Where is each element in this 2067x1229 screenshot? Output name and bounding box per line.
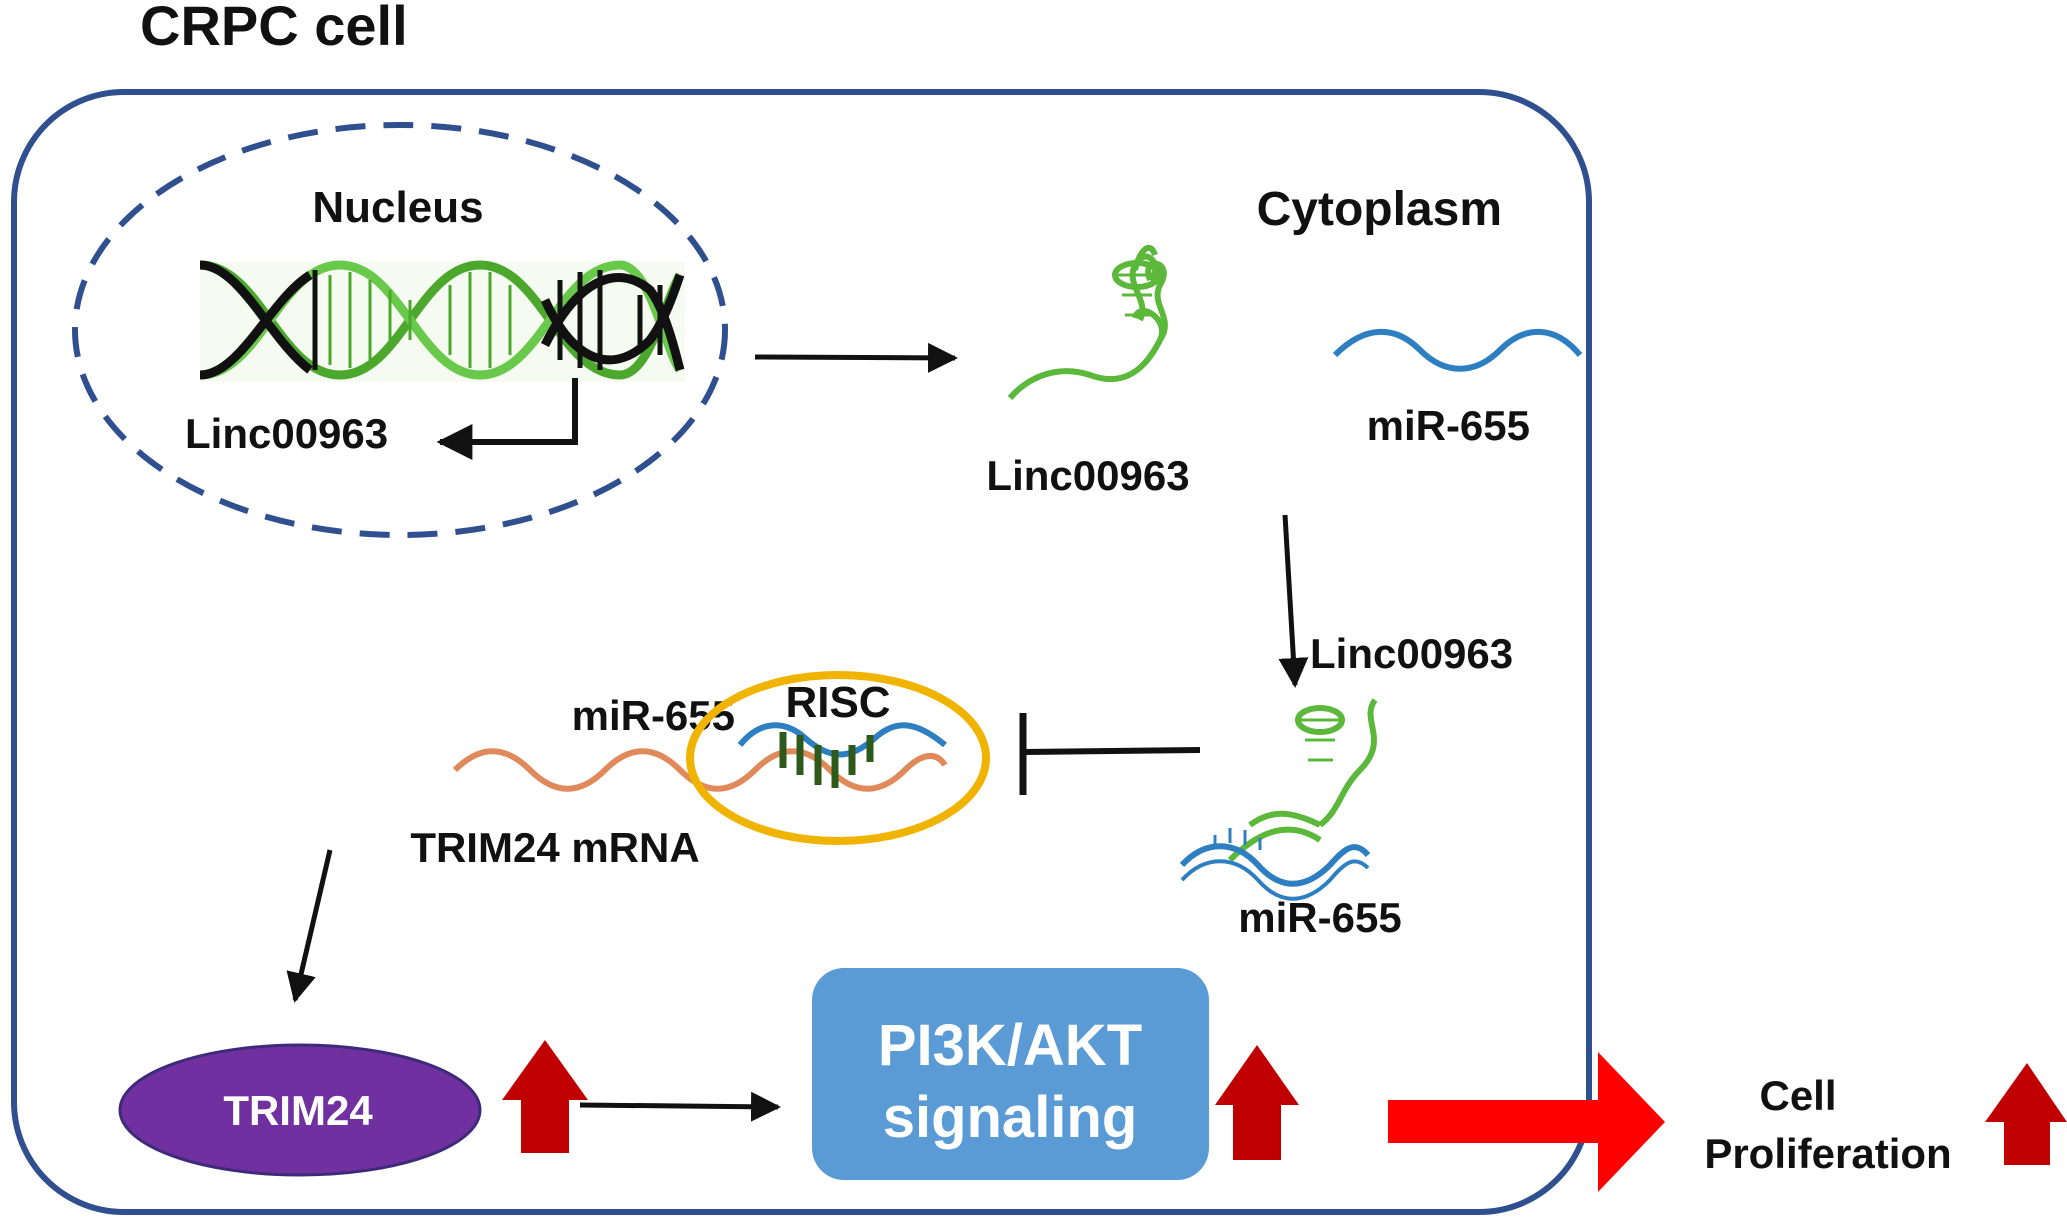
risc-complex-ring xyxy=(686,671,990,845)
export-arrow xyxy=(754,342,958,373)
activation-arrow xyxy=(579,1091,781,1122)
big-red-arrow-icon xyxy=(1388,1052,1665,1192)
trim24-protein xyxy=(118,1043,482,1177)
inhibition-line xyxy=(1024,747,1201,755)
risc-label: RISC xyxy=(785,678,890,727)
cell-proliferation-label-line1: Cell xyxy=(1759,1072,1836,1119)
pi3k-akt-label-line1: PI3K/AKT xyxy=(878,1013,1142,1078)
up-arrow-icon xyxy=(502,1040,588,1153)
mir-655-bound-label: miR-655 xyxy=(1238,894,1401,941)
linc00963-nucleus-label: Linc00963 xyxy=(185,410,388,457)
dna-helix-icon xyxy=(199,260,685,382)
transcription-arrow xyxy=(436,378,578,460)
trim24-label: TRIM24 xyxy=(223,1087,373,1134)
mir-655-free-icon xyxy=(1332,328,1583,372)
up-arrow-icon xyxy=(1215,1045,1299,1160)
binding-arrow xyxy=(1278,514,1309,688)
pi3k-akt-label-line2: signaling xyxy=(883,1085,1138,1150)
up-arrow-icon xyxy=(1985,1063,2067,1165)
trim24-mrna-label: TRIM24 mRNA xyxy=(410,824,699,871)
linc00963-mir-655-complex-icon xyxy=(1179,698,1378,901)
nucleus-boundary xyxy=(72,122,728,538)
mir-655-risc-icon xyxy=(737,722,947,758)
base-pairing-lines xyxy=(779,732,874,788)
cell-proliferation-label-line2: Proliferation xyxy=(1704,1130,1951,1177)
linc00963-binding-label: Linc00963 xyxy=(1310,630,1513,677)
trim24-mrna-icon xyxy=(452,748,948,792)
linc00963-rna-icon xyxy=(1007,244,1168,401)
cytoplasm-label: Cytoplasm xyxy=(1257,183,1502,236)
nucleus-label: Nucleus xyxy=(312,183,483,232)
translation-arrow xyxy=(286,849,333,1003)
pi3k-akt-box xyxy=(812,968,1209,1180)
linc00963-cytoplasm-label: Linc00963 xyxy=(986,452,1189,499)
mir-655-free-label: miR-655 xyxy=(1367,402,1530,449)
diagram-title: CRPC cell xyxy=(140,0,408,57)
